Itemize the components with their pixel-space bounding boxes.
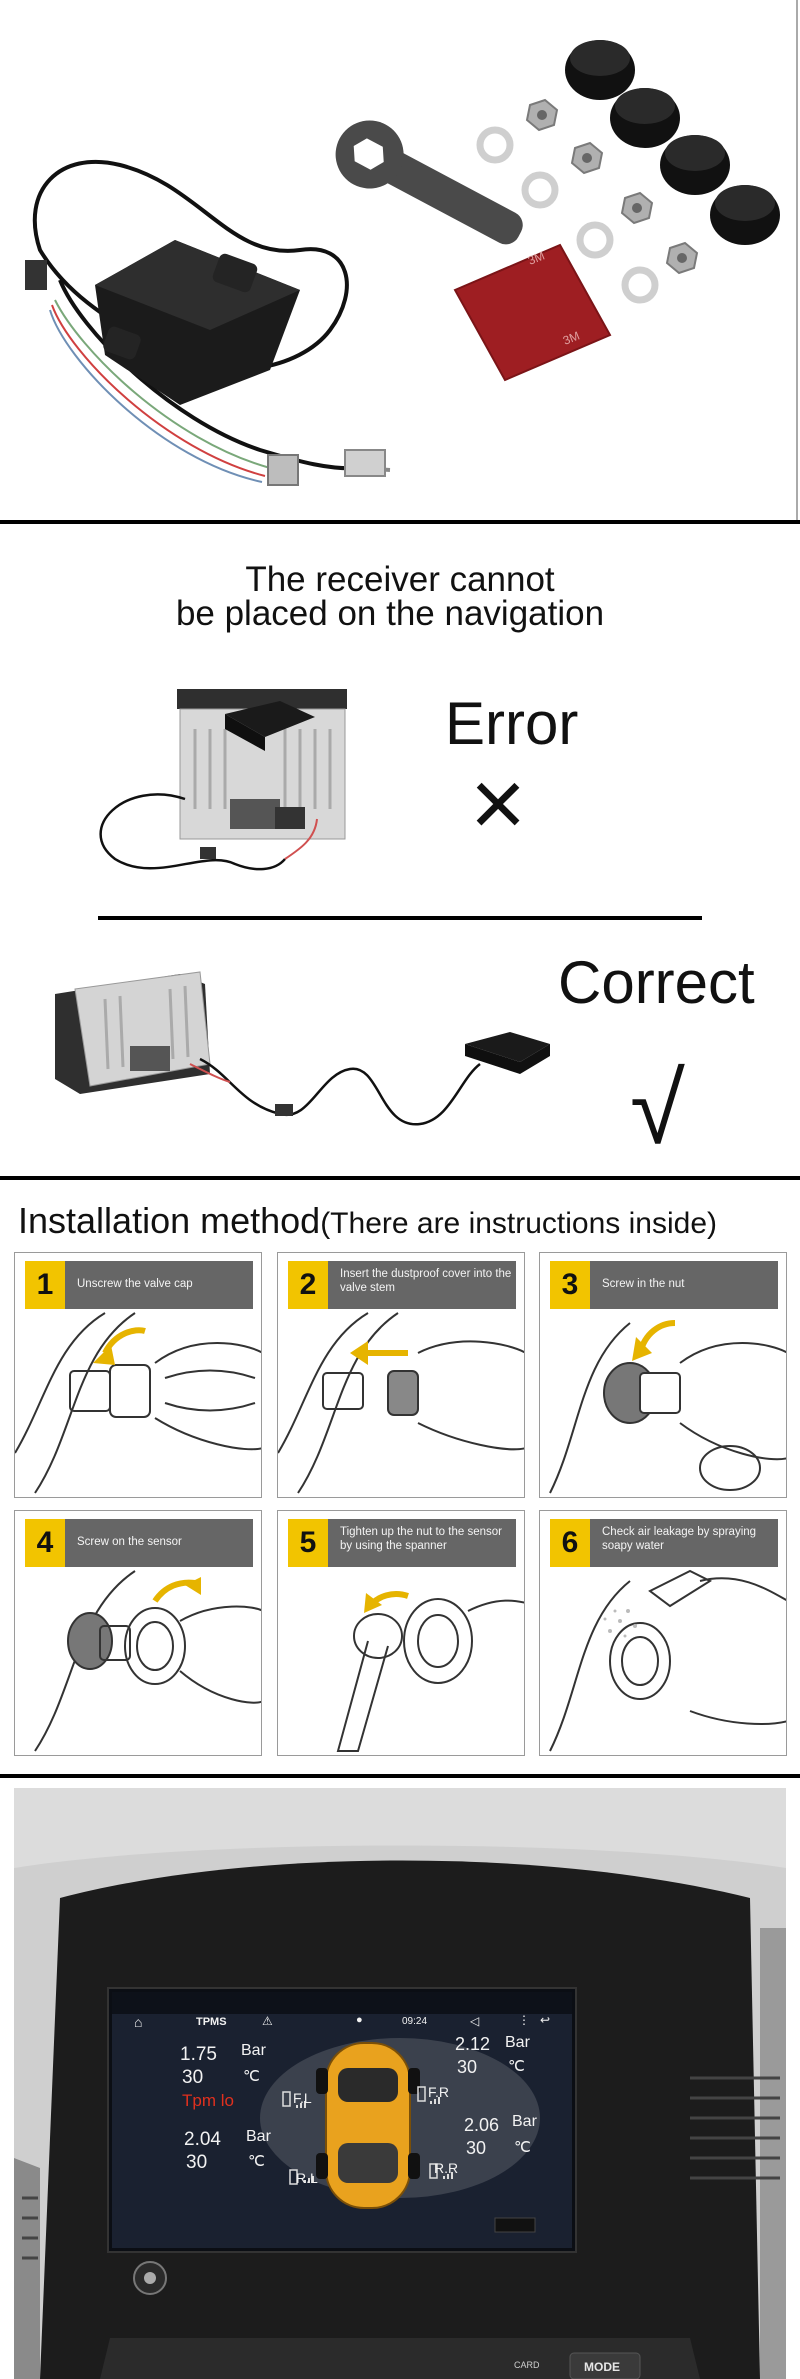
front-left-temperature: 30 (182, 2067, 204, 2088)
installation-title: Installation method(There are instructio… (18, 1200, 717, 1242)
step-illustration (549, 1569, 786, 1752)
correct-placement-illustration (55, 971, 550, 1126)
rear-left-temperature-unit: ℃ (248, 2153, 265, 2170)
rear-left-pressure: 2.04 (184, 2129, 221, 2150)
step-illustration (15, 1312, 261, 1494)
step-card-6: 6 Check air leakage by spraying soapy wa… (539, 1510, 787, 1756)
receiver-placement-section: The receiver cannot be placed on the nav… (0, 524, 800, 1176)
front-right-pressure: 2.12 (455, 2034, 491, 2054)
rear-right-pressure: 2.06 (464, 2115, 500, 2135)
status-time: 09:24 (402, 2016, 428, 2027)
warning-icon: ⚠ (262, 2014, 273, 2028)
step-instruction: Insert the dustproof cover into the valv… (340, 1268, 512, 1294)
car-top-view-icon (316, 2042, 420, 2209)
step-instruction: Screw in the nut (602, 1278, 685, 1290)
front-left-temperature-unit: ℃ (243, 2068, 260, 2085)
location-icon: ● (356, 2014, 363, 2026)
rear-right-temperature-unit: ℃ (514, 2139, 531, 2156)
rear-left-position: R.L (296, 2170, 318, 2186)
step-instruction: Tighten up the nut to the sensor by usin… (340, 1526, 502, 1552)
step-header: 3 Screw in the nut (550, 1261, 778, 1309)
mode-button[interactable]: MODE (584, 2360, 620, 2374)
installation-title-main: Installation method (18, 1200, 321, 1241)
rear-left-temperature: 30 (186, 2152, 208, 2173)
section-separator (0, 1176, 800, 1180)
step-number-badge: 3 (550, 1261, 590, 1309)
return-icon[interactable]: ↩ (540, 2013, 551, 2027)
step-header: 5 Tighten up the nut to the sensor by us… (288, 1519, 516, 1567)
sticker-brand-label: 3M (526, 249, 547, 268)
front-left-alert: Tpm lo (182, 2091, 234, 2110)
step-number-badge: 2 (288, 1261, 328, 1309)
step-instruction: Check air leakage by spraying soapy wate… (602, 1526, 757, 1552)
kit-contents-photo: 3M 3M (0, 0, 800, 522)
installation-title-note: (There are instructions inside) (320, 1207, 718, 1240)
correct-mark: √ (630, 1053, 685, 1165)
step-header: 1 Unscrew the valve cap (25, 1261, 253, 1309)
section-separator (0, 1774, 800, 1778)
front-right-temperature: 30 (457, 2057, 478, 2077)
step-illustration (336, 1591, 524, 1752)
step-illustration (34, 1570, 261, 1752)
card-slot-label: CARD (514, 2360, 540, 2370)
step-card-3: 3 Screw in the nut (539, 1252, 787, 1498)
step-header: 4 Screw on the sensor (25, 1519, 253, 1567)
step-header: 6 Check air leakage by spraying soapy wa… (550, 1519, 778, 1567)
step-instruction: Screw on the sensor (77, 1536, 182, 1548)
front-left-pressure-unit: Bar (241, 2042, 266, 2059)
rear-left-pressure-unit: Bar (246, 2128, 271, 2145)
front-left-position: F.L (293, 2090, 312, 2106)
error-mark: × (470, 750, 527, 857)
menu-icon[interactable]: ⋮ (518, 2013, 530, 2027)
home-icon[interactable]: ⌂ (134, 2014, 143, 2030)
rear-right-temperature: 30 (466, 2138, 487, 2158)
correct-label: Correct (558, 949, 755, 1016)
kit-contents-illustration: 3M 3M (25, 0, 798, 522)
front-right-pressure-unit: Bar (505, 2034, 530, 2051)
section-separator (0, 520, 800, 524)
step-card-5: 5 Tighten up the nut to the sensor by us… (277, 1510, 525, 1756)
svg-text:3M: 3M (561, 329, 582, 348)
placement-heading-line1: The receiver cannot (245, 560, 555, 599)
step-number-badge: 5 (288, 1519, 328, 1567)
step-illustration (278, 1312, 524, 1494)
head-unit-photo: ⌂ TPMS ⚠ ● 09:24 ◁ ⋮ ↩ 1.75 Bar 30 ℃ Tpm… (0, 1778, 800, 2379)
settings-gear-icon[interactable] (141, 2266, 159, 2284)
dashboard-illustration (14, 1788, 786, 2379)
placement-heading-line2: be placed on the navigation (175, 594, 605, 633)
step-number-badge: 1 (25, 1261, 65, 1309)
step-card-1: 1 Unscrew the valve cap (14, 1252, 262, 1498)
installation-section: Installation method(There are instructio… (0, 1180, 800, 1774)
status-app-title: TPMS (196, 2016, 227, 2028)
step-number-badge: 6 (550, 1519, 590, 1567)
front-left-pressure: 1.75 (180, 2044, 217, 2065)
divider-line (98, 916, 702, 920)
step-number-badge: 4 (25, 1519, 65, 1567)
step-card-2: 2 Insert the dustproof cover into the va… (277, 1252, 525, 1498)
back-icon[interactable]: ◁ (470, 2014, 480, 2028)
step-instruction: Unscrew the valve cap (77, 1278, 193, 1290)
front-right-position: F.R (428, 2084, 449, 2100)
step-card-4: 4 Screw on the sensor (14, 1510, 262, 1756)
step-header: 2 Insert the dustproof cover into the va… (288, 1261, 516, 1309)
error-label: Error (445, 690, 579, 757)
error-placement-illustration (99, 689, 347, 871)
rear-right-pressure-unit: Bar (512, 2113, 537, 2130)
rear-right-position: R.R (434, 2160, 459, 2176)
step-illustration (549, 1320, 786, 1494)
front-right-temperature-unit: ℃ (508, 2058, 525, 2075)
